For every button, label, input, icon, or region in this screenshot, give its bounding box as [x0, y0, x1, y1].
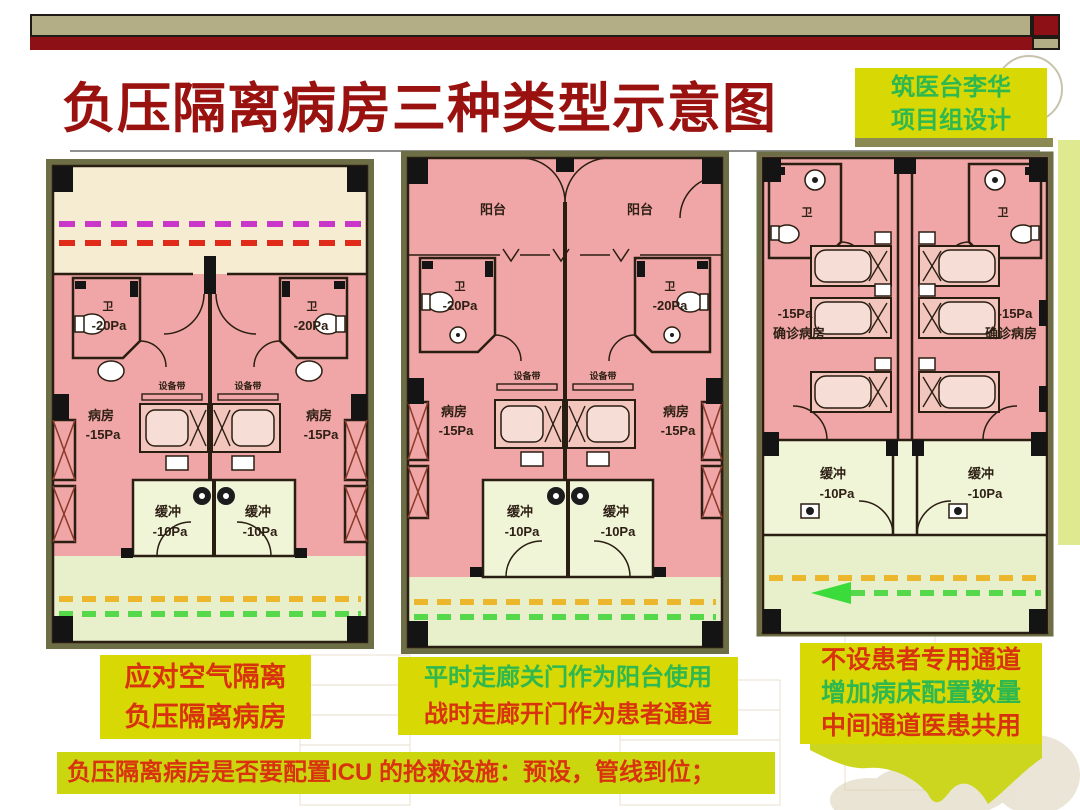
- svg-text:-10Pa: -10Pa: [601, 524, 636, 539]
- caption-plan1: 应对空气隔离 负压隔离病房: [100, 655, 311, 739]
- plan2-bathroom-left: 卫 -20Pa: [418, 256, 522, 362]
- right-caption-blob: [810, 740, 1042, 804]
- caption-line: 应对空气隔离: [124, 662, 287, 692]
- caption-line: 平时走廊关门作为阳台使用: [424, 664, 712, 691]
- svg-text:卫: 卫: [455, 280, 466, 293]
- svg-text:设备带: 设备带: [234, 380, 261, 391]
- caption-line: 增加病床配置数量: [820, 679, 1021, 707]
- plan2-columns: [408, 158, 722, 647]
- svg-text:-10Pa: -10Pa: [153, 524, 188, 539]
- svg-text:卫: 卫: [998, 206, 1009, 219]
- svg-text:病房: 病房: [306, 408, 332, 423]
- svg-text:缓冲: 缓冲: [968, 466, 994, 481]
- plan2-buffer-rooms: 缓冲 -10Pa 缓冲 -10Pa: [470, 478, 666, 579]
- caption-line: 中间通道医患共用: [820, 712, 1021, 740]
- svg-text:设备带: 设备带: [158, 380, 185, 391]
- floor-plan-balcony-corridor: 阳台 阳台 卫 -20Pa 卫 -20Pa 设备带 设备带: [401, 151, 729, 654]
- right-edge-strip: [1058, 140, 1080, 545]
- plan1-beds: [139, 403, 281, 471]
- floor-plan-confirmed-ward: 卫 卫: [756, 151, 1054, 637]
- credit-box-shadow: [855, 138, 1053, 147]
- top-bar-endcap-maroon: [1032, 14, 1060, 37]
- svg-text:-10Pa: -10Pa: [968, 486, 1003, 501]
- svg-text:设备带: 设备带: [589, 370, 616, 381]
- caption-line: 负压隔离病房: [124, 702, 287, 732]
- svg-text:病房: 病房: [441, 404, 467, 419]
- bathroom-pressure: -20Pa: [294, 318, 329, 333]
- top-bar-endcap-tan: [1032, 37, 1060, 50]
- plan1-ward-labels: 病房 -15Pa 病房 -15Pa: [86, 408, 339, 442]
- svg-text:卫: 卫: [665, 280, 676, 293]
- svg-text:-10Pa: -10Pa: [820, 486, 855, 501]
- svg-text:-10Pa: -10Pa: [505, 524, 540, 539]
- page-title: 负压隔离病房三种类型示意图: [62, 79, 777, 139]
- plan3-walls: [761, 156, 1049, 635]
- bottom-note: 负压隔离病房是否要配置ICU 的抢救设施：预设，管线到位；: [57, 752, 775, 794]
- top-bar-maroon: [30, 37, 1032, 50]
- plan1-bathroom-left: 卫 -20Pa: [71, 276, 167, 382]
- plan3-ward-labels: -15Pa 确诊病房 -15Pa 确诊病房: [773, 306, 1037, 341]
- svg-text:-15Pa: -15Pa: [304, 427, 339, 442]
- plan2-equipment-band: 设备带 设备带: [496, 370, 634, 391]
- plan2-beds: [494, 399, 636, 467]
- svg-text:-15Pa: -15Pa: [439, 423, 474, 438]
- svg-text:阳台: 阳台: [627, 202, 653, 217]
- plan1-equipment-band: 设备带 设备带: [141, 380, 279, 401]
- plan1-columns: [53, 166, 367, 642]
- svg-text:确诊病房: 确诊病房: [985, 326, 1037, 341]
- plan3-beds: [810, 231, 1000, 413]
- credit-line-2: 项目组设计: [891, 107, 1011, 134]
- plan1-shafts: [51, 418, 369, 544]
- svg-text:缓冲: 缓冲: [507, 504, 533, 519]
- svg-text:缓冲: 缓冲: [820, 466, 846, 481]
- credit-line-1: 筑医台李华: [891, 74, 1011, 101]
- corridor-airflow-dashes: [414, 599, 716, 620]
- svg-text:确诊病房: 确诊病房: [773, 326, 825, 341]
- svg-text:-15Pa: -15Pa: [998, 306, 1033, 321]
- svg-text:病房: 病房: [663, 404, 689, 419]
- svg-text:阳台: 阳台: [480, 202, 506, 217]
- plan1-buffer-rooms: 缓冲 -10Pa 缓冲 -10Pa: [121, 478, 307, 558]
- bathroom-label: 卫: [307, 300, 318, 313]
- caption-line: 战时走廊开门作为患者通道: [424, 701, 712, 728]
- corridor-airflow-dashes: [59, 221, 361, 617]
- credit-box: 筑医台李华 项目组设计: [855, 68, 1047, 138]
- svg-text:缓冲: 缓冲: [155, 504, 181, 519]
- plan2-ward-labels: 病房 -15Pa 病房 -15Pa: [439, 404, 696, 438]
- bathroom-pressure: -20Pa: [92, 318, 127, 333]
- bathroom-label: 卫: [103, 300, 114, 313]
- svg-text:-15Pa: -15Pa: [86, 427, 121, 442]
- svg-text:缓冲: 缓冲: [603, 504, 629, 519]
- caption-plan2: 平时走廊关门作为阳台使用 战时走廊开门作为患者通道: [398, 657, 738, 735]
- plan2-balcony-labels: 阳台 阳台: [480, 202, 653, 217]
- top-bar-tan: [30, 14, 1032, 37]
- svg-text:-20Pa: -20Pa: [653, 298, 688, 313]
- svg-text:-15Pa: -15Pa: [661, 423, 696, 438]
- corridor-airflow-dashes: [769, 575, 1041, 604]
- svg-text:卫: 卫: [802, 206, 813, 219]
- airflow-arrow: [811, 582, 851, 604]
- plan2-bathroom-right: 卫 -20Pa: [608, 256, 712, 362]
- caption-plan3: 不设患者专用通道 增加病床配置数量 中间通道医患共用: [800, 643, 1042, 744]
- plan3-buffer-rooms: 缓冲 -10Pa 缓冲 -10Pa: [800, 466, 1003, 519]
- svg-text:-20Pa: -20Pa: [443, 298, 478, 313]
- svg-text:-15Pa: -15Pa: [778, 306, 813, 321]
- floor-plan-airborne-isolation: 卫 -20Pa 卫 -20Pa 设备带 设备带: [46, 159, 374, 649]
- svg-text:缓冲: 缓冲: [245, 504, 271, 519]
- caption-line: 不设患者专用通道: [820, 646, 1021, 674]
- svg-text:设备带: 设备带: [513, 370, 540, 381]
- svg-text:病房: 病房: [88, 408, 114, 423]
- plan1-bathroom-right: 卫 -20Pa: [253, 276, 349, 382]
- plan3-columns: [763, 158, 1047, 633]
